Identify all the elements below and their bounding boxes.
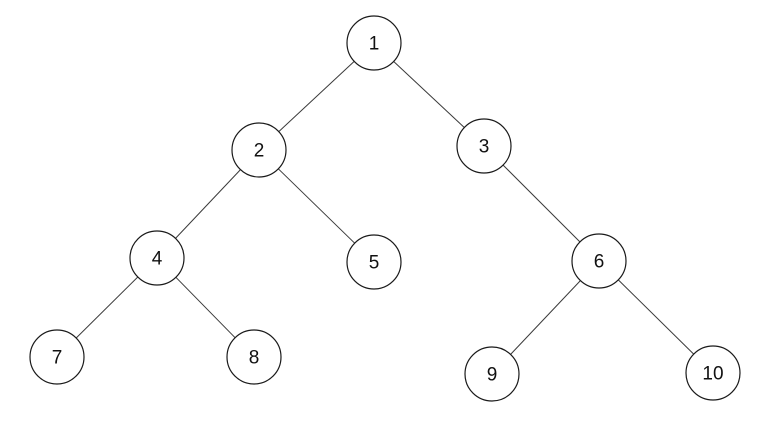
node-label: 1: [369, 34, 380, 55]
tree-node-6: 6: [571, 233, 627, 289]
node-circle: [464, 346, 520, 402]
node-circle: [346, 234, 402, 290]
tree-node-2: 2: [231, 122, 287, 178]
tree-node-1: 1: [346, 15, 402, 71]
tree-node-8: 8: [226, 329, 282, 385]
node-circle: [226, 329, 282, 385]
tree-edge-2-4: [175, 169, 241, 239]
tree-nodes: 1 2 3 4 5 6 7 8: [29, 15, 741, 402]
node-circle: [571, 233, 627, 289]
node-label: 10: [702, 364, 723, 385]
node-label: 7: [52, 348, 63, 369]
tree-edge-4-7: [75, 276, 139, 339]
node-label: 6: [594, 252, 605, 273]
tree-edge-1-2: [278, 61, 355, 132]
tree-edge-1-3: [393, 61, 465, 128]
node-label: 8: [249, 348, 260, 369]
node-circle: [29, 329, 85, 385]
tree-node-9: 9: [464, 346, 520, 402]
node-circle: [231, 122, 287, 178]
tree-edge-6-9: [510, 280, 581, 355]
tree-node-10: 10: [685, 345, 741, 401]
tree-edge-6-10: [617, 279, 695, 355]
tree-edge-3-6: [502, 164, 581, 243]
node-circle: [346, 15, 402, 71]
tree-node-5: 5: [346, 234, 402, 290]
tree-edge-4-8: [175, 276, 236, 339]
node-label: 9: [487, 365, 498, 386]
node-label: 3: [479, 137, 490, 158]
tree-edges: [75, 61, 695, 355]
tree-edge-2-5: [277, 168, 356, 244]
node-circle: [685, 345, 741, 401]
tree-node-3: 3: [456, 118, 512, 174]
node-circle: [129, 230, 185, 286]
node-label: 2: [254, 141, 265, 162]
node-circle: [456, 118, 512, 174]
tree-node-4: 4: [129, 230, 185, 286]
node-label: 4: [152, 249, 163, 270]
node-label: 5: [369, 253, 380, 274]
tree-node-7: 7: [29, 329, 85, 385]
